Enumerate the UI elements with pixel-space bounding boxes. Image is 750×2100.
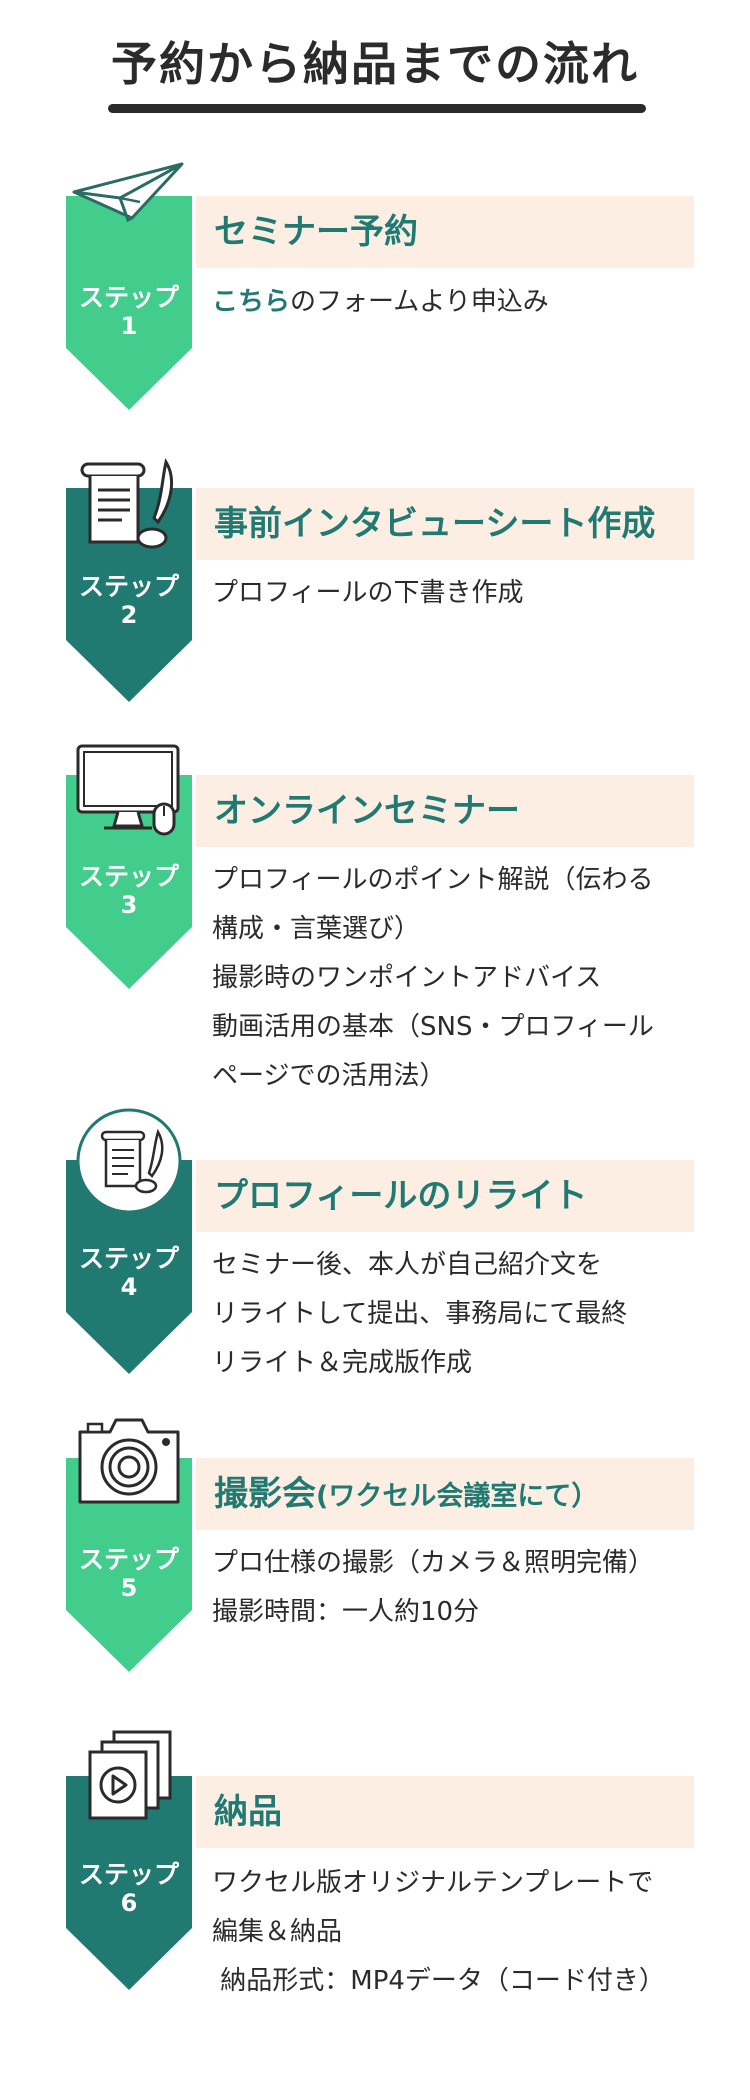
- description-line: プロ仕様の撮影（カメラ＆照明完備）: [212, 1548, 655, 1578]
- description-line: ページでの活用法）: [212, 1061, 446, 1091]
- description-line: リライトして提出、事務局にて最終: [212, 1299, 628, 1329]
- document-circle-icon: [74, 1106, 184, 1216]
- page-title: 予約から納品までの流れ: [111, 37, 639, 91]
- description-line: セミナー後、本人が自己紹介文を: [212, 1250, 603, 1280]
- step-description: ワクセル版オリジナルテンプレートで 編集＆納品 納品形式：MP4データ（コード付…: [212, 1859, 682, 2006]
- step-number: 4: [120, 1273, 138, 1301]
- step-description: プロ仕様の撮影（カメラ＆照明完備） 撮影時間：一人約10分: [212, 1539, 682, 1637]
- step-label: ステップ: [78, 283, 179, 312]
- step-number: 2: [120, 601, 138, 629]
- video-files-icon: [84, 1728, 174, 1822]
- step-label: ステップ: [78, 862, 179, 891]
- description-line: 納品形式：MP4データ（コード付き）: [212, 1966, 665, 1996]
- description-line: プロフィールの下書き作成: [212, 578, 524, 608]
- step-label: ステップ: [78, 572, 179, 601]
- document-quill-icon: [76, 458, 184, 552]
- step-title: プロフィールのリライト: [214, 1176, 588, 1216]
- step-label: ステップ: [78, 1244, 179, 1273]
- step-description: プロフィールのポイント解説（伝わる 構成・言葉選び） 撮影時のワンポイントアドバ…: [212, 856, 682, 1101]
- description-line: 構成・言葉選び）: [212, 914, 421, 944]
- description-line: プロフィールのポイント解説（伝わる: [212, 865, 654, 895]
- description-line: ワクセル版オリジナルテンプレートで: [212, 1868, 654, 1898]
- step-description: プロフィールの下書き作成: [212, 569, 682, 618]
- description-line: リライト＆完成版作成: [212, 1348, 473, 1378]
- step-title: 事前インタビューシート作成: [214, 504, 656, 544]
- step-number: 1: [120, 312, 138, 340]
- step-heading-bg: [196, 1458, 694, 1530]
- step-number: 6: [120, 1889, 138, 1917]
- step-badge: ステップ 1: [66, 196, 192, 410]
- camera-icon: [72, 1408, 186, 1508]
- description-line: 編集＆納品: [212, 1917, 343, 1947]
- step-label: ステップ: [78, 1860, 179, 1889]
- step-heading-bg: [196, 775, 694, 847]
- step-description: こちらのフォームより申込み: [212, 278, 682, 327]
- description-line: 撮影時間：一人約10分: [212, 1597, 480, 1627]
- step-title-suffix: (ワクセル会議室にて）: [316, 1481, 599, 1512]
- title-underline: [108, 104, 646, 113]
- step-title: セミナー予約: [214, 212, 418, 252]
- step-heading-bg: [196, 196, 694, 268]
- step-number: 3: [120, 891, 138, 919]
- step-description: セミナー後、本人が自己紹介文を リライトして提出、事務局にて最終 リライト＆完成…: [212, 1241, 682, 1388]
- paper-plane-icon: [70, 160, 188, 226]
- description-line: 動画活用の基本（SNS・プロフィール: [212, 1012, 654, 1042]
- step-heading-bg: [196, 1776, 694, 1848]
- step-title: 納品: [214, 1792, 282, 1832]
- step-heading-bg: [196, 1160, 694, 1232]
- description-line: 撮影時のワンポイントアドバイス: [212, 963, 602, 993]
- computer-monitor-icon: [74, 742, 184, 838]
- step-title: オンラインセミナー: [214, 791, 520, 831]
- step-description-text: のフォームより申込み: [290, 287, 549, 317]
- step-number: 5: [120, 1574, 138, 1602]
- step-label: ステップ: [78, 1545, 179, 1574]
- form-link[interactable]: こちら: [212, 287, 291, 317]
- step-title: 撮影会(ワクセル会議室にて）: [214, 1458, 598, 1533]
- step-heading-bg: [196, 488, 694, 560]
- step-title-main: 撮影会: [214, 1474, 316, 1514]
